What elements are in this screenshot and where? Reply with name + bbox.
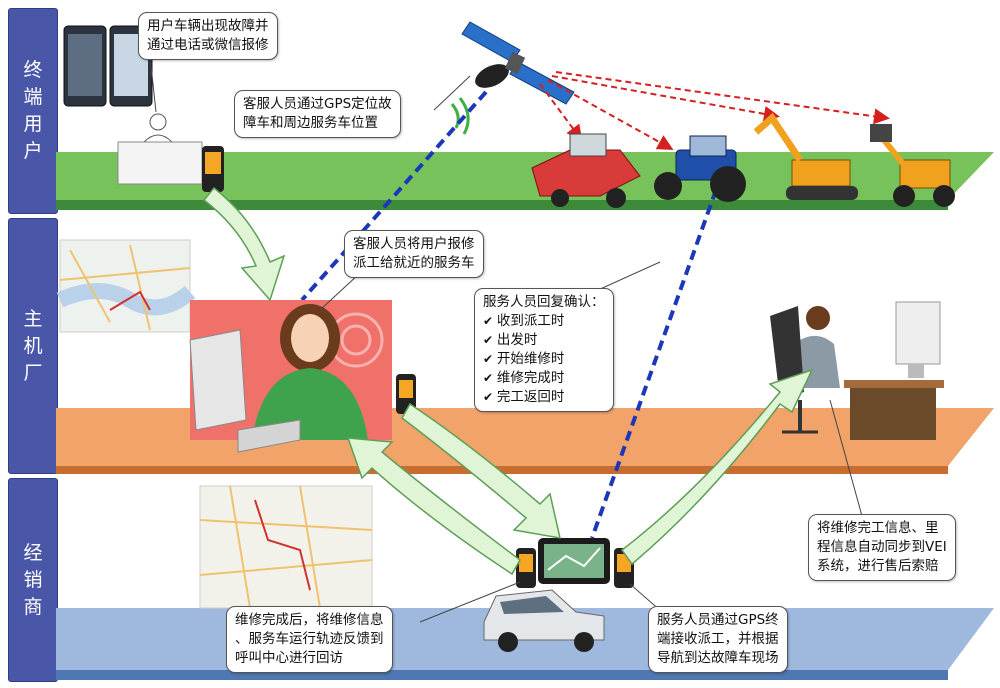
gps-link-lines — [300, 90, 718, 539]
satellite-icon — [461, 21, 575, 105]
lane-label-char: 主 — [23, 307, 43, 330]
gps-terminal-icon — [516, 548, 536, 588]
navigation-device-icon — [538, 538, 610, 584]
tractor-icon — [654, 135, 746, 202]
lane-label-char: 终 — [23, 59, 43, 81]
callout-line: 服务人员通过GPS终 — [657, 612, 779, 628]
lane-tab-oem: 主 机 厂 — [8, 218, 58, 474]
confirm-item: 维修完成时 — [483, 369, 605, 388]
lane-label-char: 用 — [23, 113, 43, 135]
confirm-item: 完工返回时 — [483, 388, 605, 407]
phone-icon — [63, 25, 153, 107]
lane-label-char: 厂 — [23, 361, 43, 384]
confirm-item: 收到派工时 — [483, 312, 605, 331]
lane-tab-user: 终 端 用 户 — [8, 8, 58, 214]
lane-label-char: 户 — [23, 140, 43, 162]
lane-label-char: 经 — [23, 541, 43, 564]
map-icon — [199, 485, 373, 609]
callout-line: 端接收派工，并根据 — [657, 631, 779, 647]
service-truck-icon — [483, 589, 605, 652]
callout-line: 客服人员将用户报修 — [353, 236, 475, 252]
confirm-item: 出发时 — [483, 331, 605, 350]
callout-line: 障车和周边服务车位置 — [243, 115, 378, 131]
callout-line: 系统，进行售后索赔 — [817, 558, 939, 574]
lane-label-char: 商 — [23, 595, 43, 618]
map-icon — [56, 239, 196, 333]
callout-line: 将维修完工信息、里 — [817, 520, 939, 536]
callout-feedback: 维修完成后，将维修信息 、服务车运行轨迹反馈到 呼叫中心进行回访 — [226, 606, 393, 673]
computer-icon — [189, 329, 301, 453]
user-terminal-icon — [117, 113, 203, 185]
callout-line: 程信息自动同步到VEI — [817, 539, 947, 555]
callout-line: 派工给就近的服务车 — [353, 255, 475, 271]
lane-tab-dealer: 经 销 商 — [8, 478, 58, 682]
flow-arrows — [202, 186, 814, 576]
callout-line: 导航到达故障车现场 — [657, 650, 779, 666]
callout-dispatch: 客服人员将用户报修 派工给就近的服务车 — [344, 230, 484, 278]
callout-user-report: 用户车辆出现故障并 通过电话或微信报修 — [138, 12, 278, 60]
callout-confirm: 服务人员回复确认： 收到派工时 出发时 开始维修时 维修完成时 完工返回时 — [474, 288, 614, 412]
confirm-item: 开始维修时 — [483, 350, 605, 369]
signal-waves-icon — [450, 97, 470, 135]
excavator-icon — [753, 112, 858, 200]
callout-navigate: 服务人员通过GPS终 端接收派工，并根据 导航到达故障车现场 — [648, 606, 788, 673]
callout-line: 维修完成后，将维修信息 — [235, 612, 384, 628]
lane-label-char: 销 — [23, 568, 43, 591]
callout-sync-vei: 将维修完工信息、里 程信息自动同步到VEI 系统，进行售后索赔 — [808, 514, 956, 581]
lane-label-char: 端 — [23, 86, 43, 108]
callout-line: 用户车辆出现故障并 — [147, 18, 269, 34]
callout-line: 客服人员通过GPS定位故 — [243, 96, 392, 112]
callout-line: 、服务车运行轨迹反馈到 — [235, 631, 384, 647]
wheel-loader-icon — [870, 124, 955, 207]
callout-line: 呼叫中心进行回访 — [235, 650, 343, 666]
callout-confirm-title: 服务人员回复确认： — [483, 294, 605, 310]
callout-line: 通过电话或微信报修 — [147, 37, 269, 53]
callout-gps-locate: 客服人员通过GPS定位故 障车和周边服务车位置 — [234, 90, 401, 138]
platform-user — [56, 152, 994, 210]
lane-label-char: 机 — [23, 334, 43, 357]
harvester-icon — [531, 133, 641, 208]
satellite-link-lines — [539, 71, 890, 150]
gps-terminal-icon — [202, 146, 224, 192]
